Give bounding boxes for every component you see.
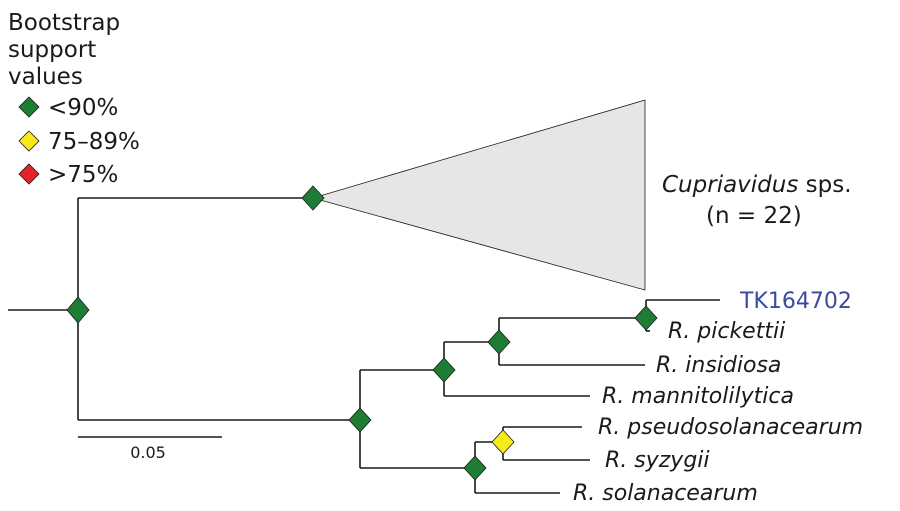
scale-bar: 0.05: [78, 436, 222, 462]
taxon-r-pseudosolanacearum: R. pseudosolanacearum: [598, 415, 863, 440]
legend-swatch-green: [18, 96, 40, 118]
scale-bar-label: 0.05: [130, 443, 166, 462]
node-upper-subclade: [432, 357, 456, 383]
cupriavidus-collapsed-clade: [311, 99, 646, 291]
legend-title-line-2: support: [8, 37, 96, 63]
taxon-labels: TK164702 R. pickettii R. insidiosa R. ma…: [573, 289, 863, 506]
cupriavidus-suffix: sps.: [798, 172, 851, 198]
cupriavidus-genus: Cupriavidus: [662, 172, 798, 198]
node-pickettii-group: [487, 329, 511, 355]
node-root: [66, 296, 90, 324]
legend-swatch-yellow: [18, 130, 40, 152]
cupriavidus-count: (n = 22): [706, 203, 802, 229]
node-syzygii-group: [491, 429, 515, 455]
legend-label-yellow: 75–89%: [48, 129, 140, 155]
taxon-r-insidiosa: R. insidiosa: [656, 353, 781, 378]
legend-label-green: <90%: [48, 95, 118, 121]
taxon-r-pickettii: R. pickettii: [668, 319, 785, 344]
legend-label-red: >75%: [48, 162, 118, 188]
taxon-r-solanacearum: R. solanacearum: [573, 481, 758, 506]
node-markers: [66, 185, 658, 481]
node-lower-subclade: [463, 455, 487, 481]
taxon-r-syzygii: R. syzygii: [605, 448, 710, 473]
cupriavidus-label: Cupriavidus sps.: [662, 172, 852, 198]
node-cupriavidus: [301, 185, 325, 211]
taxon-tk164702: TK164702: [739, 289, 852, 314]
node-ralstonia: [348, 407, 372, 433]
legend: Bootstrap support values <90% 75–89% >75…: [8, 10, 140, 188]
legend-title-line-3: values: [8, 64, 83, 90]
legend-title-line-1: Bootstrap: [8, 10, 120, 36]
node-pickettii-pair: [634, 305, 658, 331]
taxon-r-mannitolilytica: R. mannitolilytica: [602, 384, 794, 409]
legend-swatch-red: [18, 163, 40, 185]
